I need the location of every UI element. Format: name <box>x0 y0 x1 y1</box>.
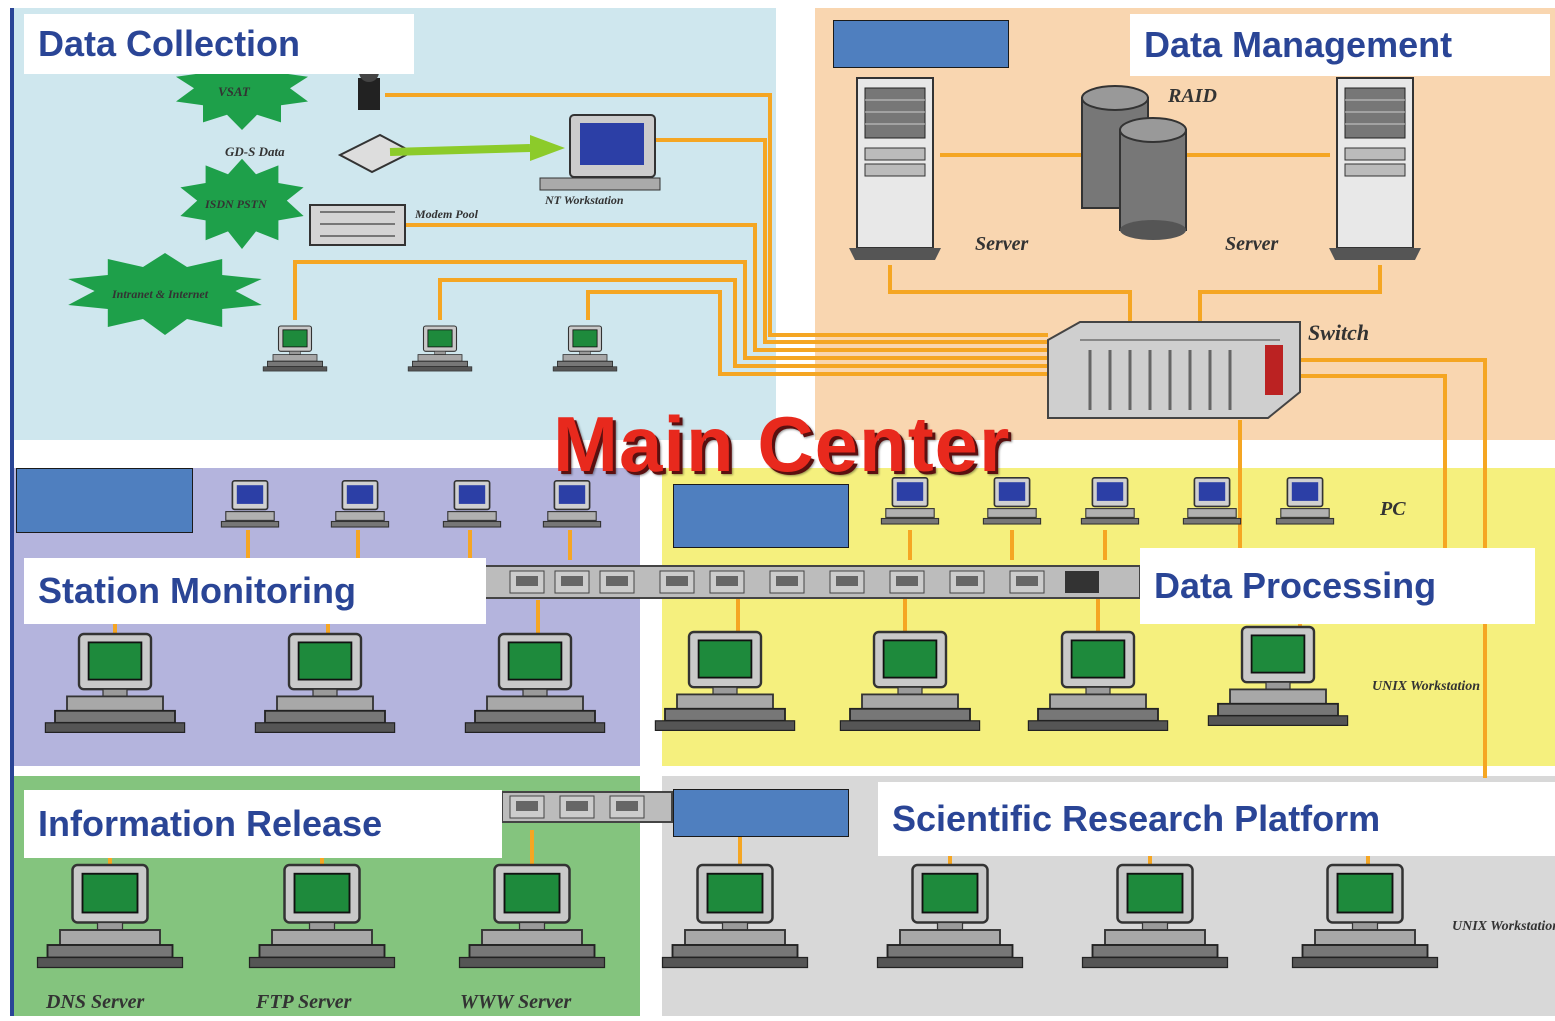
title-data-collection: Data Collection <box>24 14 414 74</box>
label-dns-server: DNS Server <box>45 991 145 1013</box>
label-unix-workstation: UNIX Workstation <box>1372 679 1480 694</box>
redacted-label-box <box>16 468 193 533</box>
server-tower-icon <box>848 77 942 261</box>
hub-strip-lower <box>501 791 673 823</box>
label-isdn-pstn: ISDN PSTN <box>204 197 268 211</box>
title-station-monitoring: Station Monitoring <box>24 558 486 624</box>
server-tower-icon <box>1328 77 1422 261</box>
modem-pool-icon <box>309 204 406 246</box>
label-modem-pool: Modem Pool <box>414 207 479 221</box>
label-gd-data: GD-S Data <box>225 144 285 159</box>
label-raid: RAID <box>1167 85 1217 107</box>
tape-drive-icon <box>337 133 565 174</box>
main-center-title: Main Center <box>553 400 1011 488</box>
label-www-server: WWW Server <box>460 991 572 1013</box>
label-server-left: Server <box>975 233 1029 255</box>
label-pc: PC <box>1379 498 1406 520</box>
label-intranet: Intranet & Internet <box>111 287 209 301</box>
label-ftp-server: FTP Server <box>255 991 352 1013</box>
label-switch: Switch <box>1308 320 1369 345</box>
redacted-label-box <box>673 484 849 548</box>
redacted-label-box <box>833 20 1009 68</box>
title-scientific-research-platform: Scientific Research Platform <box>878 782 1555 856</box>
label-unix-workstation: UNIX Workstation <box>1452 919 1555 934</box>
title-information-release: Information Release <box>24 790 502 858</box>
cables <box>108 93 1487 870</box>
switch-icon <box>1047 321 1301 419</box>
label-vsat: VSAT <box>218 84 251 99</box>
raid-storage-icon <box>1081 85 1187 240</box>
hub-strip <box>484 565 1141 599</box>
title-data-processing: Data Processing <box>1140 548 1535 624</box>
label-nt-workstation: NT Workstation <box>544 193 624 207</box>
title-data-management: Data Management <box>1130 14 1550 76</box>
redacted-label-box <box>673 789 849 837</box>
label-server-right: Server <box>1225 233 1279 255</box>
nt-workstation-icon <box>539 114 661 191</box>
